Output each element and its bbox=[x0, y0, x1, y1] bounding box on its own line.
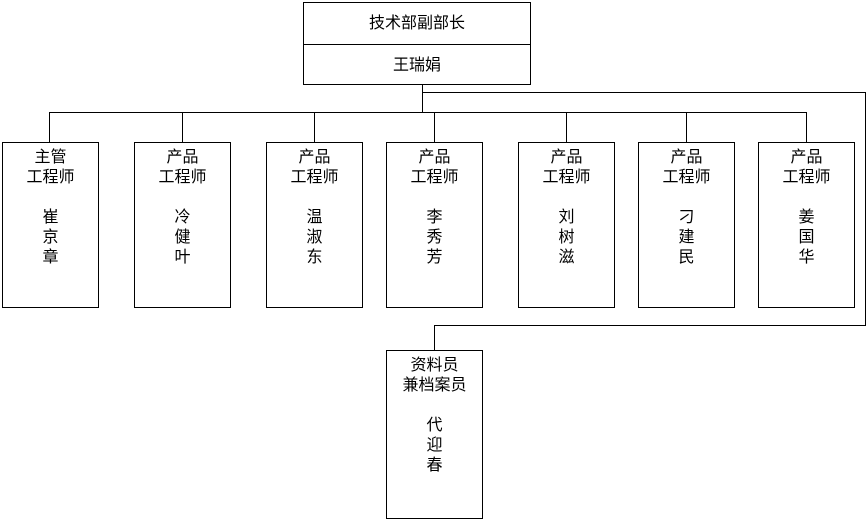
staff-name: 温 淑 东 bbox=[306, 207, 323, 266]
staff-box-archive: 资料员 兼档案员 代 迎 春 bbox=[386, 350, 483, 519]
staff-role-line1: 产品 bbox=[166, 147, 199, 166]
staff-name: 刁 建 民 bbox=[678, 207, 695, 266]
connector-side-right bbox=[865, 92, 866, 326]
connector-staff-4 bbox=[566, 112, 567, 142]
staff-name: 李 秀 芳 bbox=[426, 207, 443, 266]
staff-role-line1: 产品 bbox=[298, 147, 331, 166]
connector-head-down bbox=[422, 85, 423, 113]
staff-box-product-2: 产品 工程师 温 淑 东 bbox=[266, 142, 363, 308]
connector-staff-0 bbox=[49, 112, 50, 142]
staff-box-product-1: 产品 工程师 冷 健 叶 bbox=[134, 142, 231, 308]
head-title: 技术部副部长 bbox=[304, 3, 530, 45]
archive-name: 代 迎 春 bbox=[426, 415, 443, 474]
connector-staff-3 bbox=[434, 112, 435, 142]
staff-role-line1: 产品 bbox=[418, 147, 451, 166]
staff-box-chief: 主管 工程师 崔 京 章 bbox=[2, 142, 99, 308]
staff-role-line2: 工程师 bbox=[662, 167, 711, 186]
staff-name: 崔 京 章 bbox=[42, 207, 59, 266]
staff-role-line2: 工程师 bbox=[290, 167, 339, 186]
staff-role-line1: 产品 bbox=[790, 147, 823, 166]
staff-role-line1: 产品 bbox=[550, 147, 583, 166]
connector-branch-bar bbox=[49, 112, 807, 113]
staff-role-line2: 工程师 bbox=[158, 167, 207, 186]
staff-box-product-3: 产品 工程师 李 秀 芳 bbox=[386, 142, 483, 308]
staff-name: 刘 树 滋 bbox=[558, 207, 575, 266]
connector-staff-6 bbox=[806, 112, 807, 142]
staff-role-line2: 工程师 bbox=[26, 167, 75, 186]
archive-role-line2: 兼档案员 bbox=[402, 375, 467, 394]
staff-name: 姜 国 华 bbox=[798, 207, 815, 266]
archive-role-line1: 资料员 bbox=[410, 355, 459, 374]
staff-role-line1: 主管 bbox=[34, 147, 67, 166]
staff-box-product-4: 产品 工程师 刘 树 滋 bbox=[518, 142, 615, 308]
connector-staff-2 bbox=[314, 112, 315, 142]
staff-role-line2: 工程师 bbox=[782, 167, 831, 186]
staff-role-line2: 工程师 bbox=[542, 167, 591, 186]
head-name: 王瑞娟 bbox=[392, 55, 441, 74]
connector-archive bbox=[434, 325, 435, 350]
head-box: 技术部副部长 王瑞娟 bbox=[303, 2, 531, 85]
connector-side-bottom bbox=[434, 325, 866, 326]
staff-box-product-5: 产品 工程师 刁 建 民 bbox=[638, 142, 735, 308]
connector-staff-1 bbox=[182, 112, 183, 142]
connector-staff-5 bbox=[686, 112, 687, 142]
staff-role-line1: 产品 bbox=[670, 147, 703, 166]
staff-role-line2: 工程师 bbox=[410, 167, 459, 186]
connector-side-top bbox=[422, 92, 865, 93]
staff-box-product-6: 产品 工程师 姜 国 华 bbox=[758, 142, 855, 308]
staff-name: 冷 健 叶 bbox=[174, 207, 191, 266]
